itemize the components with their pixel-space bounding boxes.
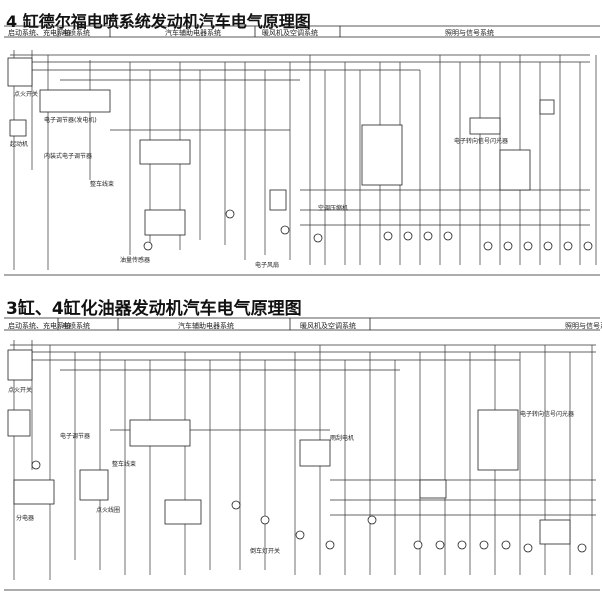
ignition-switch-block-2 [7,349,33,381]
d1-label-harness: 整车线束 [90,180,114,188]
central-box-2 [477,409,519,471]
efi-module-1 [144,209,186,236]
fuse-box-1 [361,124,403,186]
diagram1-section-start: 启动系统、充电系统 [8,29,71,37]
d1-label-regulator: 电子调节器(发电机) [44,116,97,124]
d2-label-wiper: 雨刮电机 [330,434,354,442]
diagram2-lamps [31,460,587,553]
relay-box-1 [139,139,191,165]
diagram2-section-aux: 汽车辅助电器系统 [178,322,234,330]
d1-label-ignition: 点火开关 [14,90,38,98]
diagram2-components [7,349,571,545]
d1-label-starter: 起动机 [10,140,28,148]
ignition-coil-block-2 [79,469,109,501]
d2-label-regulator: 电子调节器 [60,432,90,440]
ignition-switch-block-1 [7,57,33,87]
diagram2-section-hvac: 暖风机及空调系统 [300,322,356,330]
relay-box-2 [129,419,191,447]
diagram2-section-lights: 照明与信号系统 [565,322,602,330]
fuse-box-2 [299,439,331,467]
d1-label-internal-reg: 内装式电子调节器 [44,152,92,160]
d2-label-ignition: 点火开关 [8,386,32,394]
d2-label-coil: 点火线圈 [96,506,120,514]
diagram1-lamps [143,209,593,251]
diagram2-section-start: 启动系统、充电系统 [8,322,71,330]
combination-switch-1 [499,149,531,191]
combination-switch-2 [539,519,571,545]
d2-label-harness: 整车线束 [112,460,136,468]
d1-label-fan: 电子风扇 [255,261,279,269]
regulator-box-1 [39,89,111,113]
diagram1-frame [4,25,600,276]
diagram1-components [7,57,555,236]
diagram2-frame [4,317,600,591]
d2-label-distributor: 分电器 [16,514,34,522]
d2-label-reverse: 倒车灯开关 [250,547,280,555]
d1-label-fuel-sensor: 油量传感器 [120,256,150,264]
d1-label-compressor: 空调压缩机 [318,204,348,212]
d1-label-flasher: 电子转向信号闪光器 [454,137,508,145]
diagram1-section-efi: 电喷系统 [62,29,90,37]
diagram2-section-efi: 电喷系统 [62,322,90,330]
d2-label-flasher: 电子转向信号闪光器 [520,410,574,418]
diagram1-section-lights: 照明与信号系统 [445,29,494,37]
diagram1-section-aux: 汽车辅助电器系统 [165,29,221,37]
diagram1-section-hvac: 暖风机及空调系统 [262,29,318,37]
diagram2-title: 3缸、4缸化油器发动机汽车电气原理图 [6,299,302,319]
regulator-block-2 [7,409,31,437]
distributor-block-2 [13,479,55,505]
starter-box-1 [9,119,27,137]
